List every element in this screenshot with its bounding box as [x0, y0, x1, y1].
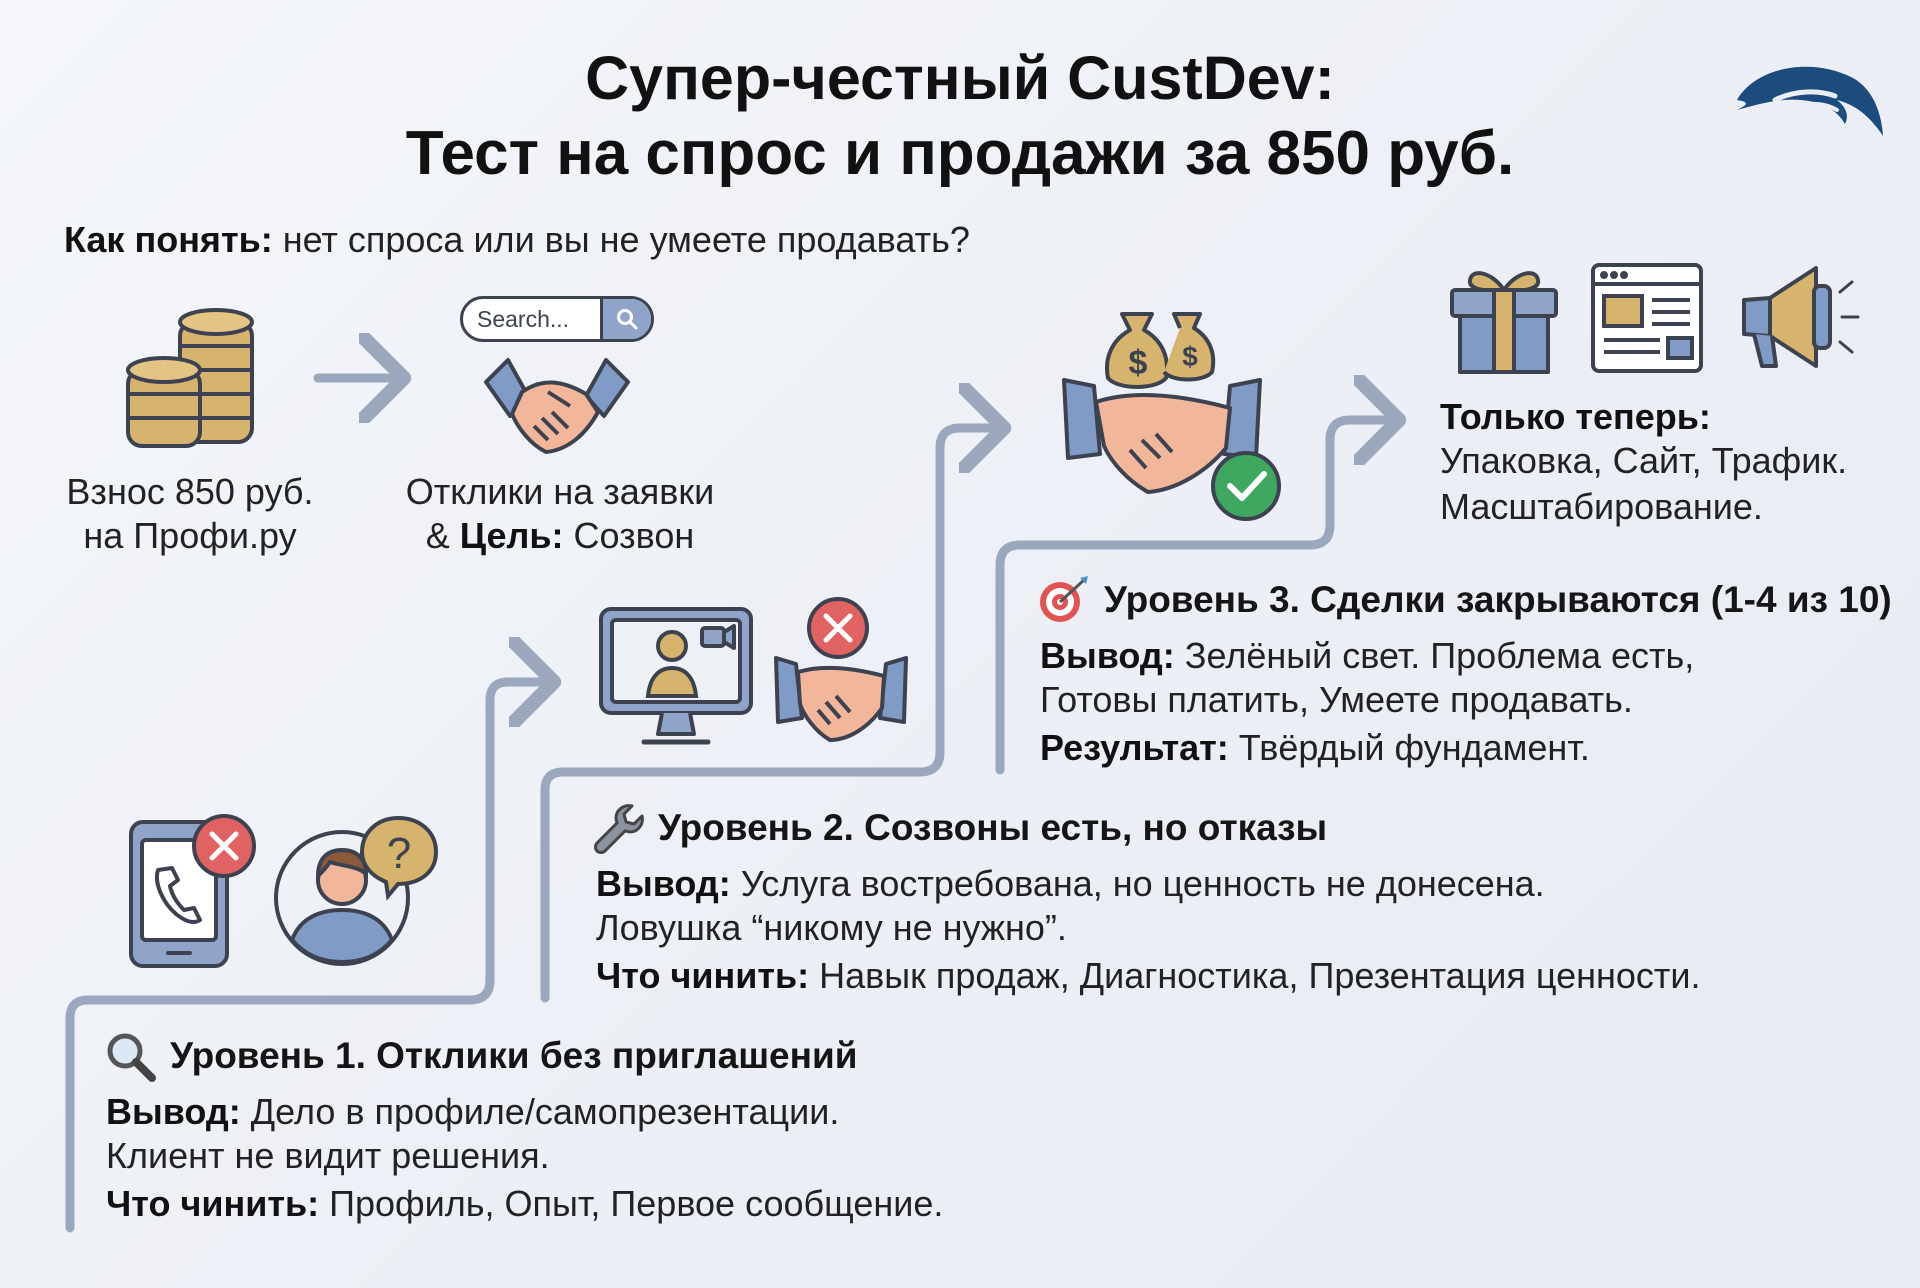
question-text: нет спроса или вы не умеете продавать? [272, 219, 970, 260]
level2-conclusion-label: Вывод: [596, 863, 731, 904]
question: Как понять: нет спроса или вы не умеете … [64, 218, 970, 262]
phone-rejected-icon [129, 814, 256, 968]
dolphin-logo-icon [1737, 66, 1883, 136]
question-label: Как понять: [64, 219, 273, 260]
handshake-rejected-icon [774, 597, 908, 742]
person-question-icon: ? [274, 815, 439, 966]
step-responses-prefix: & [425, 515, 460, 556]
level1-body: Вывод: Дело в профиле/самопрезентации. К… [106, 1090, 943, 1226]
level3-conclusion-label: Вывод: [1040, 635, 1175, 676]
level3-body: Вывод: Зелёный свет. Проблема есть, Гото… [1040, 634, 1694, 770]
target-icon [1040, 576, 1088, 622]
level1-conclusion-line2: Клиент не видит решения. [106, 1135, 550, 1176]
step-responses-label: Отклики на заявки & Цель: Созвон [380, 470, 740, 558]
title-line-2: Тест на спрос и продажи за 850 руб. [405, 119, 1515, 188]
level3-conclusion-line2: Готовы платить, Умеете продавать. [1040, 679, 1633, 720]
level3-result-label: Результат: [1040, 727, 1229, 768]
level1-fix-text: Профиль, Опыт, Первое сообщение. [319, 1183, 944, 1224]
money-deal-icon: $ $ [1062, 312, 1281, 521]
level2-title-text: Уровень 2. Созвоны есть, но отказы [658, 807, 1328, 848]
step-fee-line-1: Взнос 850 руб. [66, 471, 314, 512]
search-icon [600, 299, 651, 339]
svg-text:$: $ [1182, 341, 1198, 372]
page-title: Супер-честный CustDev: Тест на спрос и п… [0, 40, 1920, 192]
svg-text:$: $ [1129, 344, 1148, 382]
level2-conclusion-text: Услуга востребована, но ценность не доне… [730, 863, 1545, 904]
level2-body: Вывод: Услуга востребована, но ценность … [596, 862, 1701, 998]
level1-fix-label: Что чинить: [106, 1183, 320, 1224]
coin-stacks-icon [126, 308, 254, 448]
svg-text:?: ? [387, 829, 411, 878]
magnifier-icon [107, 1033, 156, 1082]
search-input[interactable]: Search... [460, 296, 654, 342]
final-line-2: Масштабирование. [1440, 486, 1763, 527]
goal-label: Цель: [459, 515, 564, 556]
path-segment-3 [995, 420, 1390, 775]
level2-fix-text: Навык продаж, Диагностика, Презентация ц… [809, 955, 1701, 996]
final-label: Только теперь: [1440, 396, 1711, 437]
step-fee-label: Взнос 850 руб. на Профи.ру [40, 470, 340, 558]
step-fee-line-2: на Профи.ру [83, 515, 297, 556]
level3-title-text: Уровень 3. Сделки закрываются (1-4 из 10… [1104, 579, 1892, 620]
gift-icon [1450, 271, 1558, 374]
path-segment-2 [540, 428, 995, 1003]
level2-fix-label: Что чинить: [596, 955, 810, 996]
final-line-1: Упаковка, Сайт, Трафик. [1440, 440, 1848, 481]
level2-title: Уровень 2. Созвоны есть, но отказы [592, 802, 1327, 854]
level1-conclusion-text: Дело в профиле/самопрезентации. [240, 1091, 840, 1132]
level1-conclusion-label: Вывод: [106, 1091, 241, 1132]
path-segment-1 [65, 682, 545, 1233]
level3-conclusion-text: Зелёный свет. Проблема есть, [1174, 635, 1695, 676]
handshake-icon [484, 358, 630, 454]
final-step: Только теперь: Упаковка, Сайт, Трафик. М… [1440, 395, 1847, 529]
title-line-1: Супер-честный CustDev: [585, 44, 1335, 112]
level1-title: Уровень 1. Отклики без приглашений [104, 1030, 857, 1082]
level1-title-text: Уровень 1. Отклики без приглашений [170, 1035, 858, 1076]
video-call-icon [599, 607, 753, 745]
megaphone-icon [1742, 266, 1860, 368]
goal-text: Созвон [563, 515, 695, 556]
step-responses-line-1: Отклики на заявки [405, 471, 715, 512]
level2-conclusion-line2: Ловушка “никому не нужно”. [596, 907, 1067, 948]
step-responses-line-2: & Цель: Созвон [380, 514, 740, 558]
level3-result-text: Твёрдый фундамент. [1228, 727, 1590, 768]
wrench-icon [594, 804, 644, 854]
search-placeholder: Search... [477, 305, 570, 332]
website-icon [1591, 263, 1703, 373]
level3-title: Уровень 3. Сделки закрываются (1-4 из 10… [1036, 574, 1892, 626]
